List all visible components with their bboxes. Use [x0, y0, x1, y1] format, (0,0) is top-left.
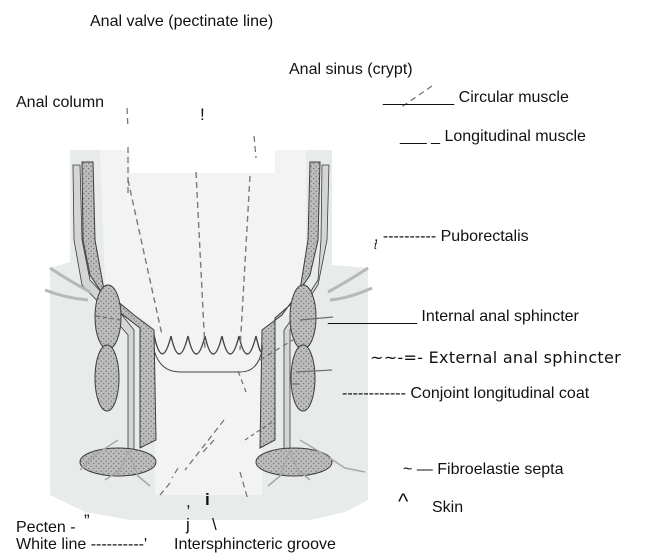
anal-sinus-label: Anal sinus (crypt): [289, 61, 413, 79]
quote-mark: ”: [84, 512, 90, 530]
skin-caret: ^: [398, 493, 408, 511]
skin-label: Skin: [432, 499, 463, 517]
conjoint-longitudinal-coat-label: ------------ Conjoint longitudinal coat: [342, 385, 589, 403]
letter-i-mark: i: [205, 491, 210, 509]
internal-anal-sphincter-label: __________ Internal anal sphincter: [328, 308, 579, 326]
puborectalis-label: , ---------- Puborectalis: [374, 228, 529, 246]
backslash-mark: \: [212, 516, 217, 534]
white-line-label: White line ----------': [16, 536, 147, 554]
exclamation-mark: !: [200, 106, 205, 124]
right-external-sphincter-lower: [291, 345, 315, 411]
external-anal-sphincter-label: ~~-=- External anal sphincter: [370, 349, 621, 367]
circular-muscle-label: ________ Circular muscle: [383, 89, 569, 107]
comma-mark: ,: [186, 493, 191, 511]
small-t-mark: t: [374, 238, 377, 256]
letter-j-mark: j: [186, 516, 190, 534]
longitudinal-muscle-label: ___ _ Longitudinal muscle: [400, 128, 586, 146]
pecten-label: Pecten -: [16, 519, 76, 537]
fibroelastic-septa-label: ~ — Fibroelastie septa: [403, 461, 564, 479]
intersphincteric-groove-label: Intersphincteric groove: [174, 536, 336, 554]
left-external-sphincter-lower: [95, 345, 119, 411]
anal-valve-label: Anal valve (pectinate line): [90, 13, 273, 31]
anal-column-label: Anal column: [16, 94, 104, 112]
